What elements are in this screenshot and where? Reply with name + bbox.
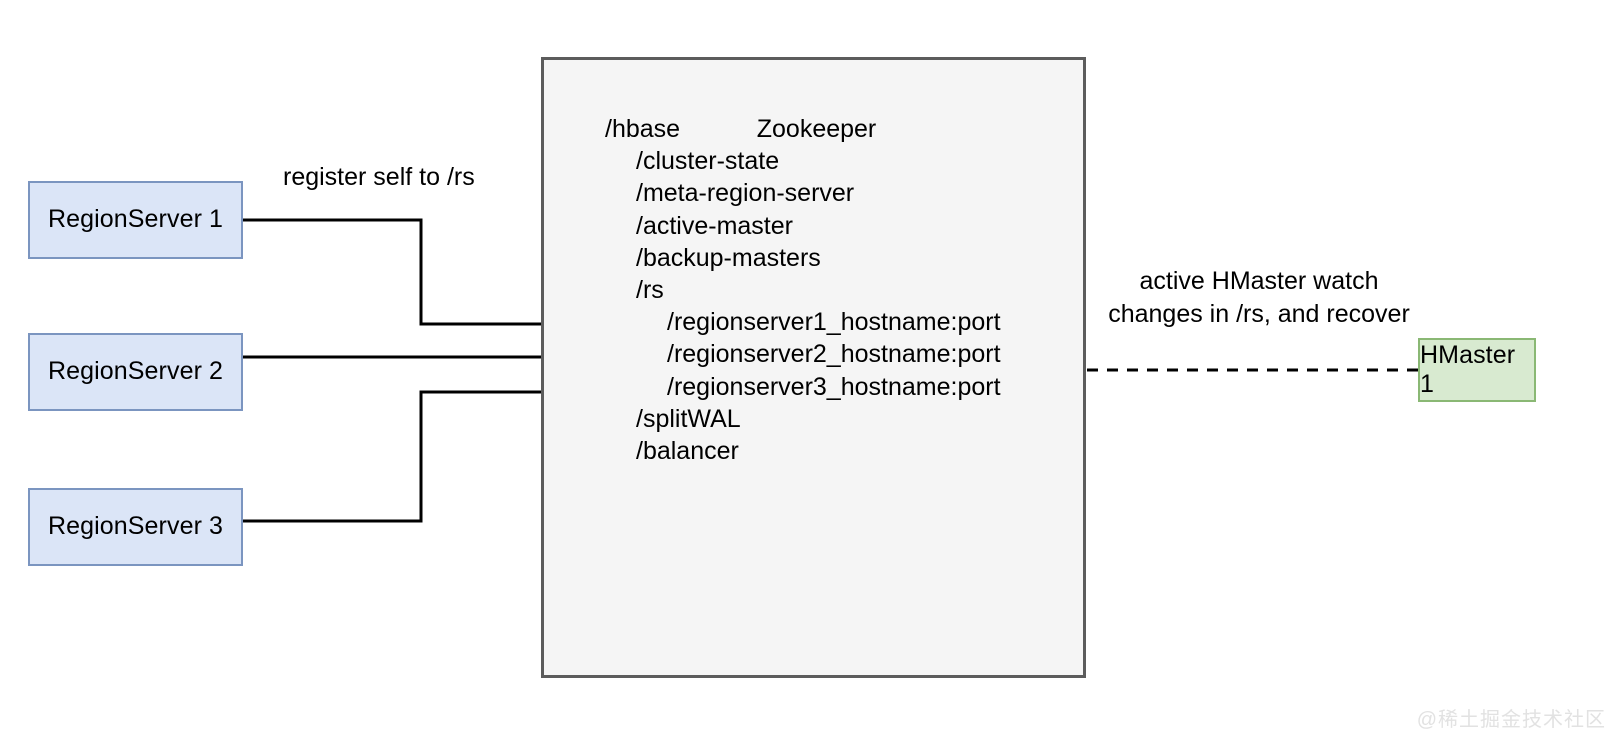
regionserver-2-label: RegionServer 2 <box>47 356 224 385</box>
znode-row: /rs <box>636 276 664 305</box>
watermark: @稀土掘金技术社区 <box>1416 709 1606 731</box>
regionserver-3-label: RegionServer 3 <box>47 511 224 540</box>
register-edge-label: register self to /rs <box>283 163 475 191</box>
watch-edge-label: active HMaster watch changes in /rs, and… <box>1108 267 1410 328</box>
regionserver-3-box[interactable]: RegionServer 3 <box>28 488 243 566</box>
regionserver-2-box[interactable]: RegionServer 2 <box>28 333 243 411</box>
connector-regionserver1 <box>243 218 570 329</box>
znode-tree: /hbase/cluster-state/meta-region-server /… <box>605 113 1001 467</box>
connector-regionserver3 <box>243 387 570 523</box>
znode-row: /active-master <box>636 211 793 240</box>
znode-row: /regionserver2_hostname:port <box>667 340 1001 369</box>
hmaster-1-box[interactable]: HMaster 1 <box>1418 338 1536 402</box>
znode-row: /backup-masters <box>636 243 821 272</box>
znode-row: /regionserver3_hostname:port <box>667 372 1001 401</box>
regionserver-1-box[interactable]: RegionServer 1 <box>28 181 243 259</box>
hmaster-1-label: HMaster 1 <box>1420 341 1516 398</box>
zookeeper-title: Zookeeper <box>756 115 877 143</box>
regionserver-1-label: RegionServer 1 <box>47 204 224 233</box>
znode-row: /meta-region-server <box>636 179 855 208</box>
znode-row: /hbase <box>605 115 681 143</box>
znode-row: /cluster-state <box>636 147 780 176</box>
znode-row: /splitWAL <box>636 404 741 433</box>
zookeeper-box: Zookeeper <box>541 57 1086 678</box>
znode-row: /regionserver1_hostname:port <box>667 308 1001 337</box>
znode-row: /balancer <box>636 437 739 466</box>
